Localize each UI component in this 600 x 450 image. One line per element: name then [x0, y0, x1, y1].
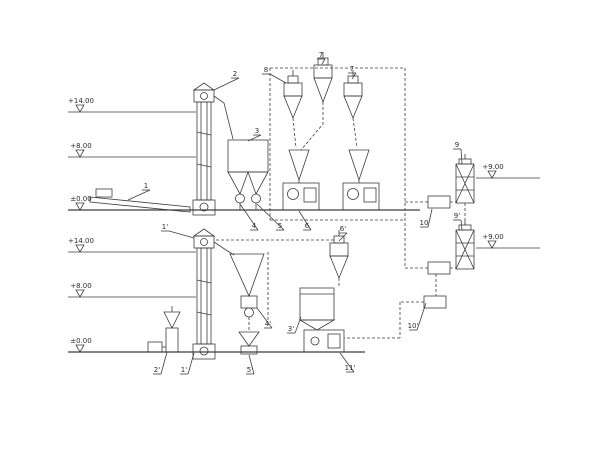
equipment-label-text: 1 — [144, 182, 148, 190]
elevator-discharge-spout — [213, 95, 234, 140]
equipment-label: 4 — [239, 203, 259, 231]
equipment-label-text: 4' — [265, 320, 271, 328]
elevation-label: +9.00 — [482, 163, 503, 171]
fan-box-10a — [427, 195, 451, 209]
equipment-label-text: 1' — [181, 366, 187, 374]
equipment-label: 2 — [213, 70, 240, 91]
equipment-label-text: 7 — [350, 65, 354, 73]
equipment-label-text: 8 — [264, 66, 268, 74]
hammer-mill-left — [282, 149, 320, 211]
cyclone-6-prime — [329, 230, 349, 280]
bin-3-prime — [298, 287, 336, 331]
equipment-label: 6 — [298, 210, 312, 231]
elevation-marker: +14.00 — [68, 237, 196, 253]
equipment-labels-layer: 1 2 3 8 7 7 4 5 6 9 9' 10 10' 1' 6' 4' 3' 11' 5' 2' 1' — [127, 51, 463, 375]
equipment-label-text: 5 — [278, 222, 282, 230]
equipment-label-text: 11' — [345, 364, 356, 372]
bucket-elevator-1-prime — [192, 228, 235, 360]
rotary-feeder-right — [251, 193, 261, 204]
equipment-label: 10' — [408, 302, 427, 331]
equipment-label: 9 — [453, 141, 463, 165]
inclined-conveyor — [89, 188, 191, 213]
equipment-label: 10 — [420, 208, 433, 228]
equipment-label-text: 2 — [233, 70, 237, 78]
equipment-label: 3' — [287, 316, 302, 334]
aspirator-2-prime — [147, 306, 181, 353]
elevation-label: +14.00 — [68, 97, 94, 105]
equipment-label: 6' — [338, 225, 348, 242]
equipment-label: 3 — [247, 127, 262, 142]
aspiration-network-upper — [269, 67, 466, 339]
equipment-label: 1' — [180, 352, 195, 375]
equipment-label-text: 9' — [454, 212, 460, 220]
elevator-discharge-spout — [213, 241, 235, 256]
equipment-label-text: 3 — [255, 127, 259, 135]
fan-box-10b — [427, 261, 451, 275]
equipment-label: 8 — [262, 66, 287, 84]
elevation-markers-layer: +14.00 +8.00 ±0.00 +14.00 +8.00 ±0.00 +9.00 +9.… — [68, 97, 540, 353]
fan-box-10-prime — [423, 295, 447, 309]
elevation-marker: +8.00 — [68, 142, 196, 158]
elevation-label: +8.00 — [70, 282, 91, 290]
elevation-marker: +9.00 — [476, 163, 540, 179]
equipment-label: 5 — [256, 203, 285, 231]
cyclone-7-left — [313, 52, 333, 104]
elevation-label: +9.00 — [482, 233, 503, 241]
equipment-label-text: 6' — [340, 225, 346, 233]
equipment-label: 1' — [161, 223, 195, 239]
cyclone-8 — [283, 70, 303, 120]
equipment-label-text: 7 — [319, 51, 323, 59]
elevation-label: +8.00 — [70, 142, 91, 150]
equipment-label: 9' — [453, 212, 463, 231]
equipment-label: 5' — [246, 354, 255, 375]
elevation-label: +14.00 — [68, 237, 94, 245]
equipment-label-text: 4 — [252, 222, 257, 230]
equipment-label: 11' — [339, 352, 356, 373]
equipment-label-text: 9 — [455, 141, 459, 149]
equipment-label-text: 10 — [420, 219, 429, 227]
elevation-marker: +8.00 — [68, 282, 196, 298]
equipment-label-text: 10' — [408, 322, 419, 330]
elevation-marker: +9.00 — [476, 233, 540, 249]
rotary-feeder-left — [235, 193, 245, 204]
aspiration-network-lower — [216, 239, 340, 332]
equipment-label-text: 2' — [154, 366, 160, 374]
equipment-label: 7 — [348, 65, 357, 80]
equipment-label: 2' — [153, 351, 168, 375]
cyclone-4-prime — [229, 253, 265, 318]
equipment-label: 4' — [256, 307, 273, 329]
elevation-marker: +14.00 — [68, 97, 196, 113]
air-unit-9 — [455, 154, 475, 204]
elevation-label: ±0.00 — [70, 195, 91, 203]
surge-bin-3 — [227, 139, 269, 210]
equipment-label-text: 6 — [305, 222, 310, 230]
equipment-label: 1 — [127, 182, 151, 201]
equipment-label-text: 3' — [288, 325, 294, 333]
feeder-5-prime — [238, 331, 260, 355]
equipment-label-text: 1' — [162, 223, 168, 231]
hammer-mill-right — [342, 149, 380, 211]
packer-11-prime — [303, 329, 345, 353]
equipment-label-text: 5' — [247, 366, 253, 374]
elevation-label: ±0.00 — [70, 337, 91, 345]
equipment-label: 7 — [317, 51, 326, 65]
bucket-elevator-2 — [192, 82, 234, 216]
air-unit-9-prime — [455, 220, 475, 270]
elevation-marker: ±0.00 — [68, 337, 365, 353]
